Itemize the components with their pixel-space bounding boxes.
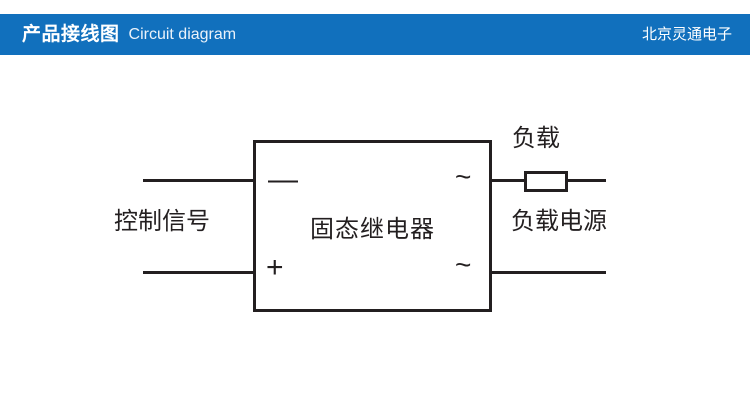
wire-control-signal-positive (143, 271, 256, 274)
terminal-negative-symbol: — (268, 163, 298, 196)
label-load-power: 负载电源 (511, 208, 607, 235)
page-title-chinese: 产品接线图 (22, 24, 120, 45)
label-load: 负载 (512, 125, 560, 152)
terminal-ac-bottom-symbol: ~ (455, 249, 472, 280)
brand-name: 北京灵通电子 (641, 26, 732, 43)
wire-load-top-left-segment (489, 179, 526, 182)
terminal-ac-top-symbol: ~ (455, 161, 472, 192)
header-title-group: 产品接线图 Circuit diagram (22, 14, 236, 55)
wire-load-top-right-segment (566, 179, 606, 182)
solid-state-relay-box: 固态继电器 (253, 140, 492, 312)
page-title-english: Circuit diagram (128, 25, 237, 43)
load-resistor-symbol (524, 171, 568, 192)
wire-control-signal-negative (143, 179, 256, 182)
circuit-diagram: 固态继电器 — + ~ ~ 控制信号 负载 负载电源 (0, 55, 750, 412)
relay-box-label: 固态继电器 (310, 215, 435, 243)
terminal-positive-symbol: + (266, 251, 284, 284)
label-control-signal: 控制信号 (114, 208, 210, 235)
header-banner: 产品接线图 Circuit diagram 北京灵通电子 (0, 14, 750, 55)
wire-load-bottom-segment (489, 271, 606, 274)
